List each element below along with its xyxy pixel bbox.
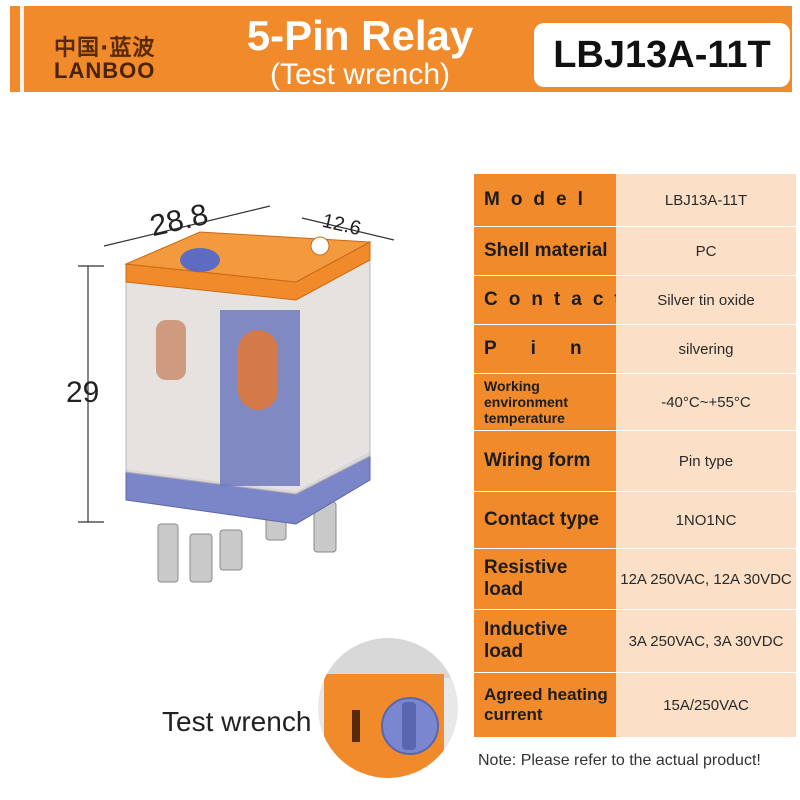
- spec-key: Resistive load: [474, 549, 616, 609]
- spec-row-inductive: Inductive load 3A 250VAC, 3A 30VDC: [474, 610, 796, 673]
- header-banner: 中国·蓝波 LANBOO 5-Pin Relay (Test wrench) L…: [10, 6, 792, 92]
- spec-key: Model: [474, 174, 616, 226]
- spec-key: Contact type: [474, 492, 616, 548]
- spec-row-wiring: Wiring form Pin type: [474, 431, 796, 492]
- model-badge: LBJ13A-11T: [534, 23, 790, 87]
- spec-value: 15A/250VAC: [616, 673, 796, 737]
- spec-value: 1NO1NC: [616, 492, 796, 548]
- spec-value: silvering: [616, 325, 796, 373]
- spec-value: 12A 250VAC, 12A 30VDC: [616, 549, 796, 609]
- spec-row-shell: Shell material PC: [474, 227, 796, 276]
- dimension-height: 29: [66, 376, 100, 409]
- relay-illustration: [78, 205, 395, 583]
- coil: [238, 330, 278, 410]
- spec-row-pin: Pin silvering: [474, 325, 796, 374]
- spec-value: 3A 250VAC, 3A 30VDC: [616, 610, 796, 672]
- spec-value: PC: [616, 227, 796, 275]
- disclaimer-note: Note: Please refer to the actual product…: [478, 752, 761, 769]
- spec-key: Shell material: [474, 227, 616, 275]
- spec-row-contact-type: Contact type 1NO1NC: [474, 492, 796, 549]
- spec-row-contact: Contact Silver tin oxide: [474, 276, 796, 325]
- spec-value: Pin type: [616, 431, 796, 491]
- spec-value: -40°C~+55°C: [616, 374, 796, 430]
- spec-row-model: Model LBJ13A-11T: [474, 174, 796, 227]
- dimension-lines: [78, 205, 395, 523]
- spec-key: Wiring form: [474, 431, 616, 491]
- spec-row-heating: Agreed heating current 15A/250VAC: [474, 673, 796, 738]
- page-title: 5-Pin Relay: [246, 12, 474, 59]
- spec-key: Agreed heating current: [474, 673, 616, 737]
- test-wrench-knob: [180, 248, 220, 272]
- spec-table: Model LBJ13A-11T Shell material PC Conta…: [474, 174, 796, 738]
- spec-key: Pin: [474, 325, 616, 373]
- spec-key: Contact: [474, 276, 621, 324]
- spec-value: Silver tin oxide: [616, 276, 796, 324]
- test-wrench-zoom: [318, 638, 458, 778]
- spec-value: LBJ13A-11T: [616, 174, 796, 226]
- brand-name-english: LANBOO: [54, 58, 156, 83]
- page-subtitle: (Test wrench): [269, 58, 451, 91]
- banner-stripe: [20, 6, 24, 92]
- test-wrench-label: Test wrench: [162, 706, 312, 737]
- spec-row-resistive: Resistive load 12A 250VAC, 12A 30VDC: [474, 549, 796, 610]
- spec-key: Inductive load: [474, 610, 616, 672]
- spec-key: Working environment temperature: [474, 374, 616, 430]
- brand-name-chinese: 中国·蓝波: [54, 36, 156, 61]
- spec-row-temperature: Working environment temperature -40°C~+5…: [474, 374, 796, 431]
